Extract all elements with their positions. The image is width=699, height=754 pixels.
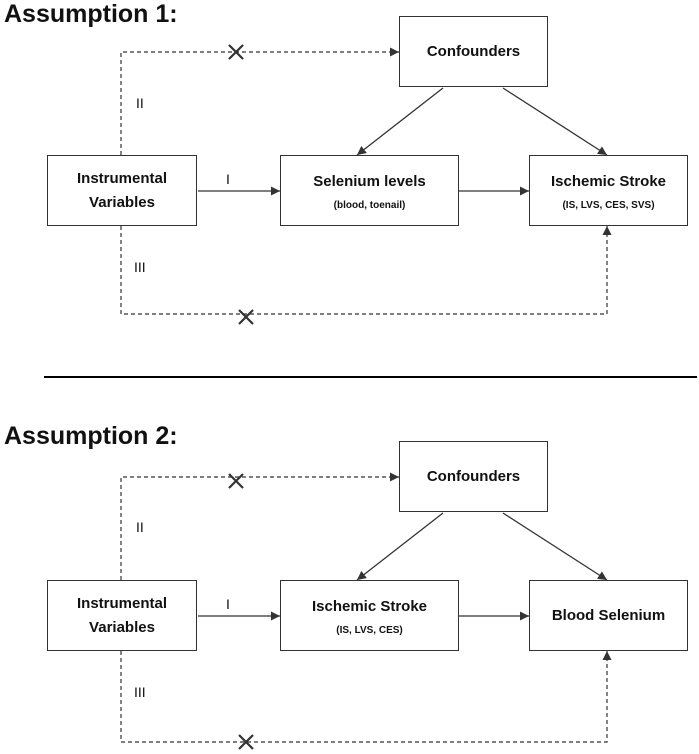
path-label-i: I [226, 596, 230, 612]
cross-mark-icon [238, 734, 254, 750]
path-label-ii: II [136, 95, 144, 111]
arrow-confounders-to-exposure [356, 512, 444, 581]
outcome-sublabel: (IS, LVS, CES, SVS) [562, 200, 655, 211]
instrumental-variables-box: Instrumental Variables [47, 580, 197, 651]
exposure-label: Ischemic Stroke [311, 598, 428, 615]
confounders-box: Confounders [399, 441, 548, 512]
instrumental-variables-line-2: Variables [89, 193, 155, 211]
exposure-label: Selenium levels [313, 173, 426, 190]
confounders-box: Confounders [399, 16, 548, 87]
dashed-path-iii [120, 651, 612, 743]
cross-mark-icon [228, 473, 244, 489]
confounders-label: Confounders [426, 467, 521, 485]
instrumental-variables-line-1: Instrumental [76, 594, 167, 612]
arrow-confounders-to-exposure [356, 87, 444, 156]
exposure-box: Selenium levels (blood, toenail) [280, 155, 459, 226]
arrow-confounders-to-outcome [502, 87, 608, 156]
path-label-i: I [226, 171, 230, 187]
outcome-box: Blood Selenium [529, 580, 688, 651]
cross-mark-icon [228, 44, 244, 60]
cross-mark-icon [238, 309, 254, 325]
exposure-sublabel: (blood, toenail) [333, 200, 406, 211]
path-label-iii: III [134, 684, 146, 700]
confounders-label: Confounders [426, 42, 521, 60]
exposure-sublabel: (IS, LVS, CES) [336, 625, 403, 636]
instrumental-variables-line-2: Variables [89, 618, 155, 636]
arrow-confounders-to-outcome [502, 512, 608, 581]
assumption-2-title: Assumption 2: [4, 422, 178, 450]
assumption-1-title: Assumption 1: [4, 0, 178, 28]
outcome-label: Blood Selenium [551, 606, 666, 624]
dashed-path-iii [120, 226, 612, 315]
path-label-ii: II [136, 519, 144, 535]
instrumental-variables-line-1: Instrumental [76, 169, 167, 187]
dashed-path-ii [120, 47, 399, 155]
path-label-iii: III [134, 259, 146, 275]
dashed-path-ii [120, 472, 399, 580]
instrumental-variables-box: Instrumental Variables [47, 155, 197, 226]
outcome-box: Ischemic Stroke (IS, LVS, CES, SVS) [529, 155, 688, 226]
outcome-label: Ischemic Stroke [550, 173, 667, 190]
exposure-box: Ischemic Stroke (IS, LVS, CES) [280, 580, 459, 651]
section-divider [44, 376, 697, 378]
